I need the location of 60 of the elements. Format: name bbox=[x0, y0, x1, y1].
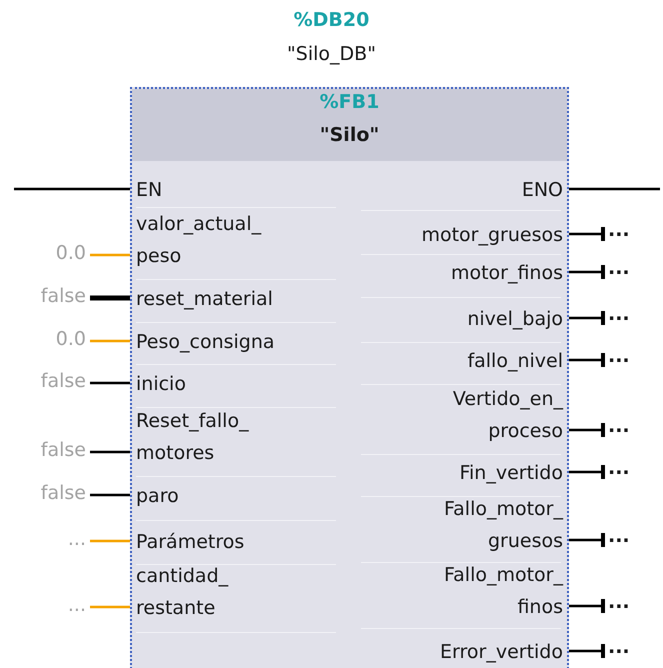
output-pin-label: Vertido_en_ proceso bbox=[452, 383, 563, 447]
unconnected-marker: ... bbox=[608, 341, 630, 371]
wire bbox=[567, 533, 605, 547]
wire bbox=[90, 254, 131, 256]
input-pin-label: cantidad_ restante bbox=[136, 560, 228, 624]
output-pin-label: Fallo_motor_ finos bbox=[444, 559, 563, 623]
unconnected-marker: ... bbox=[608, 215, 630, 245]
wire bbox=[90, 450, 131, 454]
wire bbox=[90, 296, 131, 300]
output-pin-label: motor_gruesos bbox=[421, 219, 563, 251]
input-pin-label: valor_actual_ peso bbox=[136, 208, 262, 272]
parameter-value: 0.0 bbox=[56, 238, 86, 268]
unconnected-marker: ... bbox=[608, 299, 630, 329]
parameter-value: false bbox=[40, 435, 86, 465]
output-pin-label: Error_vertido bbox=[440, 636, 563, 668]
enable-output-label: ENO bbox=[522, 174, 563, 206]
wire bbox=[567, 423, 605, 437]
instance-db-name: "Silo_DB" bbox=[286, 42, 377, 67]
unconnected-marker: ... bbox=[608, 632, 630, 662]
wire bbox=[567, 353, 605, 367]
parameter-value: 0.0 bbox=[56, 324, 86, 354]
output-pin-label: Fallo_motor_ gruesos bbox=[444, 493, 563, 557]
input-pin-label: Parámetros bbox=[136, 526, 244, 558]
wire bbox=[567, 265, 605, 279]
parameter-value: false bbox=[40, 366, 86, 396]
output-pin-label: motor_finos bbox=[450, 257, 563, 289]
instance-db-number: %DB20 bbox=[292, 8, 370, 33]
parameter-value: false bbox=[40, 281, 86, 311]
parameter-value: ... bbox=[68, 524, 86, 554]
input-pin-label: inicio bbox=[136, 368, 186, 400]
output-pin-label: fallo_nivel bbox=[467, 345, 563, 377]
wire bbox=[567, 465, 605, 479]
unconnected-marker: ... bbox=[608, 253, 630, 283]
input-pin-label: reset_material bbox=[136, 283, 273, 315]
function-block bbox=[130, 87, 569, 668]
wire bbox=[567, 188, 660, 190]
unconnected-marker: ... bbox=[608, 587, 630, 617]
wire bbox=[90, 540, 131, 542]
parameter-value: false bbox=[40, 478, 86, 508]
unconnected-marker: ... bbox=[608, 411, 630, 441]
wire bbox=[90, 340, 131, 342]
wire bbox=[567, 311, 605, 325]
input-pin-label: paro bbox=[136, 480, 179, 512]
output-pin-label: nivel_bajo bbox=[467, 303, 563, 335]
wire bbox=[567, 599, 605, 613]
wire bbox=[90, 606, 131, 608]
wire bbox=[90, 382, 131, 384]
block-number: %FB1 bbox=[318, 90, 380, 115]
parameter-value: ... bbox=[68, 590, 86, 620]
enable-input-label: EN bbox=[136, 174, 162, 206]
wire bbox=[567, 644, 605, 658]
wire bbox=[14, 188, 131, 190]
input-pin-label: Reset_fallo_ motores bbox=[136, 405, 249, 469]
wire bbox=[567, 227, 605, 241]
block-name: "Silo" bbox=[318, 123, 380, 148]
output-pin-label: Fin_vertido bbox=[459, 457, 563, 489]
wire bbox=[90, 494, 131, 496]
unconnected-marker: ... bbox=[608, 521, 630, 551]
input-pin-label: Peso_consigna bbox=[136, 326, 275, 358]
unconnected-marker: ... bbox=[608, 453, 630, 483]
